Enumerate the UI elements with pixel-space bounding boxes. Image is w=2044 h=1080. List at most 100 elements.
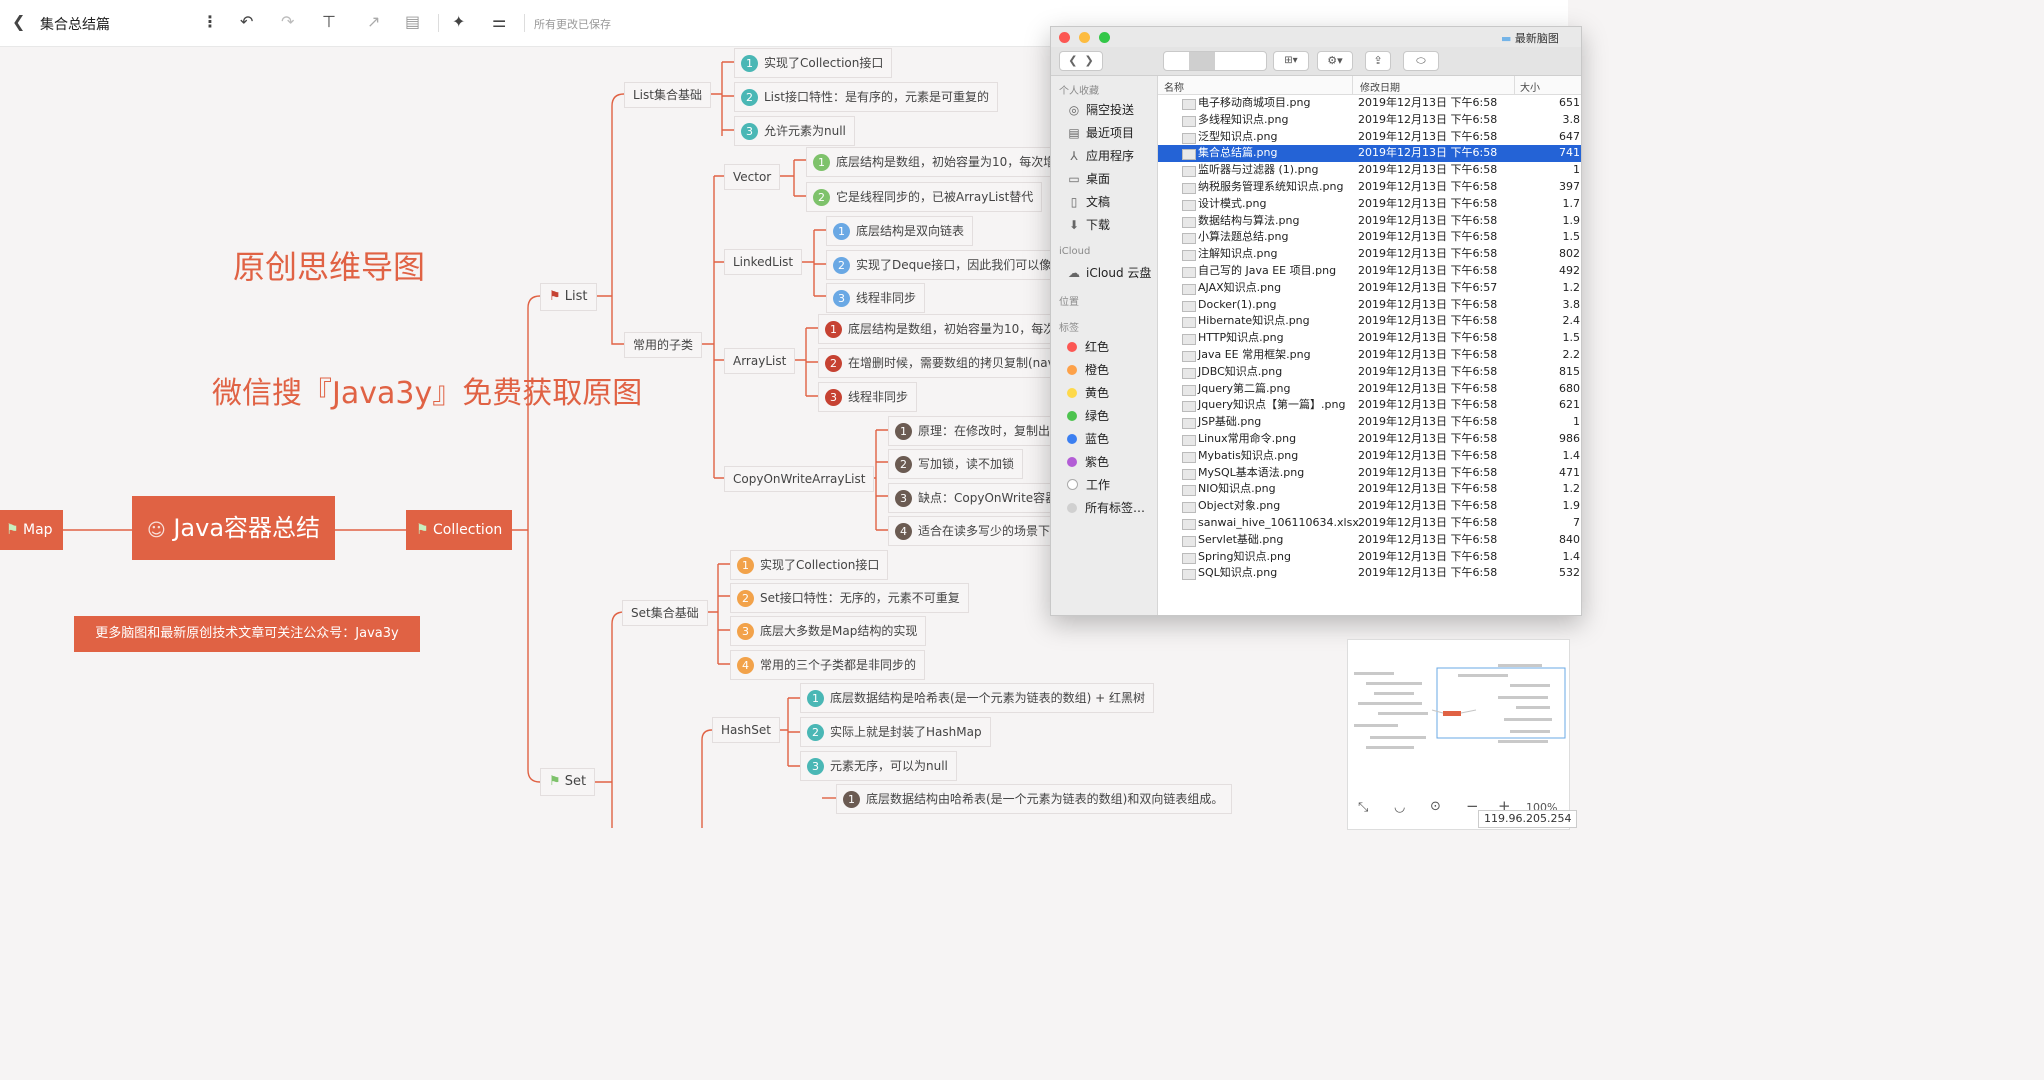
- column-name[interactable]: 名称: [1164, 83, 1184, 94]
- node-list[interactable]: ⚑ List: [540, 283, 597, 311]
- summary-icon[interactable]: ▤: [405, 12, 421, 31]
- sidebar-item-documents[interactable]: ▯文稿: [1067, 193, 1110, 210]
- node-vector[interactable]: Vector: [724, 164, 781, 190]
- sidebar-tag-all[interactable]: 所有标签…: [1067, 499, 1145, 516]
- promo-banner[interactable]: 更多脑图和最新原创技术文章可关注公众号：Java3y: [74, 616, 420, 652]
- hide-eye-icon[interactable]: ◡: [1394, 800, 1406, 815]
- sidebar-item-downloads[interactable]: ⬇下载: [1067, 216, 1110, 233]
- sidebar-tag-purple[interactable]: 紫色: [1067, 453, 1109, 470]
- sidebar-tag-red[interactable]: 红色: [1067, 338, 1109, 355]
- fit-screen-icon[interactable]: ⤡: [1358, 800, 1369, 815]
- redo-icon[interactable]: ↷: [281, 12, 295, 31]
- central-topic[interactable]: ☺ Java容器总结: [132, 496, 335, 560]
- sidebar-tag-work[interactable]: 工作: [1067, 476, 1110, 493]
- node-copyonwritearraylist[interactable]: CopyOnWriteArrayList: [724, 466, 875, 492]
- column-size[interactable]: 大小: [1520, 83, 1540, 94]
- magic-style-icon[interactable]: ✦: [452, 12, 466, 31]
- close-window-button[interactable]: [1059, 32, 1070, 43]
- node-set-basics[interactable]: Set集合基础: [622, 600, 708, 626]
- sidebar-item-applications[interactable]: ⅄应用程序: [1067, 147, 1134, 164]
- back-icon[interactable]: ❮: [12, 12, 26, 31]
- node-set[interactable]: ⚑ Set: [540, 768, 596, 796]
- share-icon[interactable]: ⇪: [1365, 51, 1391, 71]
- sidebar-item-airdrop[interactable]: ◎隔空投送: [1067, 101, 1134, 118]
- mindmap-canvas[interactable]: 原创思维导图 微信搜『Java3y』免费获取原图 ⚑ Map ☺ Java容器总…: [0, 46, 1568, 828]
- undo-icon[interactable]: ↶: [240, 12, 254, 31]
- sidebar-tag-orange[interactable]: 橙色: [1067, 361, 1109, 378]
- layout-icon[interactable]: ⚌: [492, 12, 507, 31]
- sidebar-item-recents[interactable]: ▤最近项目: [1067, 124, 1134, 141]
- group-by-icon[interactable]: ⊞▾: [1273, 51, 1309, 71]
- zoom-out-icon[interactable]: −: [1466, 797, 1479, 815]
- sidebar-tag-yellow[interactable]: 黄色: [1067, 384, 1109, 401]
- more-menu-icon[interactable]: ⋮: [202, 12, 218, 31]
- node-arraylist[interactable]: ArrayList: [724, 348, 796, 374]
- sidebar-item-desktop[interactable]: ▭桌面: [1067, 170, 1110, 187]
- connector-icon[interactable]: ↗: [367, 12, 381, 31]
- back-forward-buttons[interactable]: ❮ ❯: [1059, 51, 1103, 71]
- zoom-window-button[interactable]: [1099, 32, 1110, 43]
- branch-collection[interactable]: ⚑ Collection: [406, 510, 513, 550]
- column-date[interactable]: 修改日期: [1360, 83, 1400, 94]
- node-linkedlist[interactable]: LinkedList: [724, 249, 803, 275]
- tag-icon[interactable]: ⬭: [1403, 51, 1439, 71]
- gear-icon[interactable]: ⚙▾: [1317, 51, 1353, 71]
- node-list-basics[interactable]: List集合基础: [624, 82, 711, 108]
- sidebar-tag-blue[interactable]: 蓝色: [1067, 430, 1109, 447]
- view-mode-switcher[interactable]: [1163, 51, 1267, 71]
- locate-pin-icon[interactable]: ⊙: [1430, 799, 1441, 814]
- minimize-window-button[interactable]: [1079, 32, 1090, 43]
- node-hashset[interactable]: HashSet: [712, 717, 780, 743]
- document-title[interactable]: 集合总结篇: [40, 17, 110, 33]
